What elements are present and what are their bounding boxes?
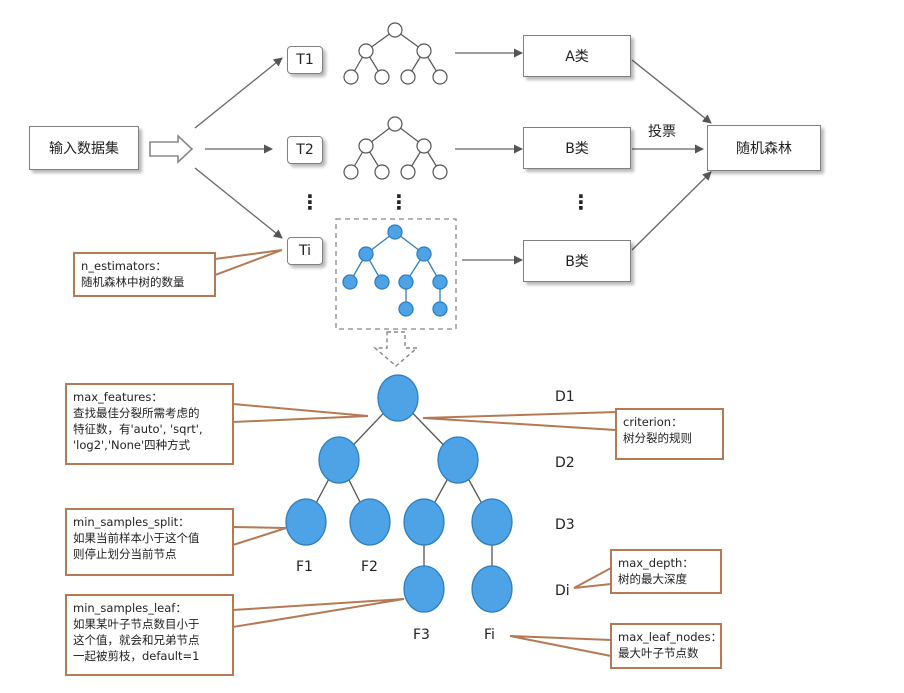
- node-f3: [403, 565, 445, 613]
- pointer-max-features: [232, 402, 369, 424]
- class-box-b: B类: [523, 127, 631, 169]
- highlight-frame: [335, 218, 457, 330]
- leaf-label-f1: F1: [296, 559, 313, 575]
- depth-label-di: Di: [555, 583, 570, 599]
- arrow-to-t1: [194, 57, 283, 129]
- note-min-samples-split-line-2: 则停止划分当前节点: [73, 547, 177, 561]
- note-n-estimators-line: 随机森林中树的数量: [81, 275, 185, 289]
- node-d2-right: [437, 436, 479, 484]
- note-max-leaf-nodes: max_leaf_nodes： 最大叶子节点数: [610, 623, 722, 669]
- node-d2-left: [318, 436, 360, 484]
- pointer-criterion: [422, 410, 617, 432]
- note-max-features-line-2: 特征数，有'auto', 'sqrt',: [73, 422, 203, 436]
- random-forest-box: 随机森林: [707, 125, 821, 171]
- callout-pointers: [214, 249, 617, 658]
- node-root: [377, 374, 419, 422]
- class-box-a-label: A类: [565, 49, 589, 65]
- note-min-samples-split: min_samples_split： 如果当前样本小于这个值 则停止划分当前节点: [65, 508, 234, 576]
- leaf-label-fi: Fi: [484, 627, 495, 643]
- note-min-samples-leaf-line-1: 如果某叶子节点数目小于: [73, 617, 200, 631]
- depth-label-d2: D2: [555, 455, 575, 471]
- note-criterion-title: criterion：: [623, 415, 683, 429]
- node-f1: [285, 498, 327, 546]
- random-forest-label: 随机森林: [736, 141, 792, 157]
- hollow-arrow: [149, 134, 194, 164]
- tree-label-ti-text: Ti: [298, 243, 311, 259]
- big-tree-edges: [305, 397, 493, 589]
- note-max-depth: max_depth： 树的最大深度: [610, 549, 722, 594]
- node-fi: [471, 565, 513, 613]
- note-max-leaf-nodes-title: max_leaf_nodes：: [618, 630, 723, 644]
- note-min-samples-leaf-title: min_samples_leaf：: [73, 601, 187, 615]
- depth-label-d1: D1: [555, 389, 575, 405]
- pointer-max-depth: [573, 566, 612, 589]
- class-box-b2: B类: [523, 240, 631, 282]
- note-criterion: criterion： 树分裂的规则: [615, 408, 724, 460]
- vote-arrows: [631, 59, 712, 251]
- node-d3-mid: [403, 498, 445, 546]
- note-n-estimators: n_estimators： 随机森林中树的数量: [73, 252, 216, 297]
- ellipsis-classes: ⋮: [571, 190, 591, 214]
- input-dataset-box: 输入数据集: [29, 126, 139, 170]
- note-max-features-line-3: 'log2','None'四种方式: [73, 438, 191, 452]
- note-n-estimators-title: n_estimators：: [81, 259, 167, 273]
- class-box-b-label: B类: [565, 141, 589, 157]
- note-min-samples-split-title: min_samples_split：: [73, 515, 190, 529]
- small-tree-2: [343, 116, 448, 180]
- tree-label-t2-text: T2: [296, 142, 314, 158]
- tree-label-ti: Ti: [287, 237, 323, 265]
- tree-label-t2: T2: [287, 136, 323, 164]
- ellipsis-trees: ⋮: [300, 190, 320, 214]
- pointer-min-samples-split: [232, 525, 287, 547]
- note-max-features-title: max_features：: [73, 390, 163, 404]
- vote-label: 投票: [648, 124, 676, 140]
- tree-label-t1-text: T1: [296, 52, 314, 68]
- node-d3-right: [471, 498, 513, 546]
- arrow-a-forest: [631, 59, 712, 124]
- big-tree-nodes: [285, 374, 513, 613]
- depth-label-d3: D3: [555, 517, 575, 533]
- node-f2: [349, 498, 391, 546]
- tree-label-t1: T1: [287, 46, 323, 74]
- ellipsis-tree-icons: ⋮: [389, 190, 409, 214]
- note-min-samples-leaf-line-3: 一起被剪枝，default=1: [73, 649, 200, 663]
- note-min-samples-leaf: min_samples_leaf： 如果某叶子节点数目小于 这个值，就会和兄弟节…: [65, 594, 234, 676]
- input-arrows: [149, 57, 283, 239]
- leaf-label-f2: F2: [361, 559, 378, 575]
- leaf-label-f3: F3: [413, 627, 430, 643]
- note-max-leaf-nodes-line: 最大叶子节点数: [618, 646, 699, 660]
- arrow-b2-forest: [631, 171, 712, 251]
- small-tree-i: [342, 224, 448, 317]
- pointer-min-samples-leaf: [232, 598, 405, 629]
- note-max-features-line-1: 查找最佳分裂所需考虑的: [73, 406, 200, 420]
- note-min-samples-leaf-line-2: 这个值，就会和兄弟节点: [73, 633, 200, 647]
- class-box-a: A类: [523, 35, 631, 77]
- note-max-features: max_features： 查找最佳分裂所需考虑的 特征数，有'auto', '…: [65, 383, 234, 465]
- note-max-depth-title: max_depth：: [618, 556, 694, 570]
- note-criterion-line: 树分裂的规则: [623, 431, 692, 445]
- pointer-n-estimators: [214, 249, 283, 277]
- class-arrows: [455, 48, 523, 265]
- note-min-samples-split-line-1: 如果当前样本小于这个值: [73, 531, 200, 545]
- arrow-to-ti: [194, 167, 283, 239]
- class-box-b2-label: B类: [565, 254, 589, 270]
- input-dataset-label: 输入数据集: [49, 141, 119, 157]
- pointer-max-leaf-nodes: [509, 635, 612, 658]
- expand-arrow: [373, 331, 419, 367]
- small-tree-1: [343, 22, 448, 85]
- note-max-depth-line: 树的最大深度: [618, 572, 687, 586]
